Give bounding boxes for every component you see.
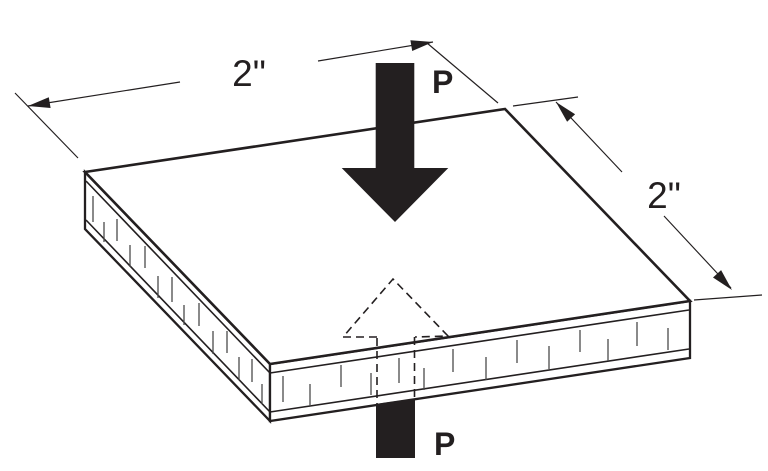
sandwich-plate: [82, 107, 693, 424]
bottom-load-arrow: P: [341, 277, 455, 462]
top-load-label: P: [432, 64, 453, 100]
dim-right-arrowhead-north: [556, 102, 576, 122]
core-ticks-front: [282, 322, 669, 406]
front-face-top-skin-line: [269, 309, 690, 374]
dim-right-arrowhead-east: [713, 270, 732, 290]
dim-left-extension-line-west: [14, 92, 79, 159]
bottom-shaft: [376, 398, 415, 458]
left-face-top-skin-line: [85, 180, 271, 374]
hidden-up-arrowhead-icon: [341, 277, 450, 338]
dim-left-arrowhead-north: [410, 40, 433, 51]
dim-left-arrowhead-west: [28, 97, 51, 108]
dimension-left: 2": [14, 40, 499, 159]
dim-right-extension-line-east: [693, 294, 763, 301]
core-ticks-left: [92, 196, 263, 404]
dim-left-extension-line-north: [426, 42, 499, 104]
dim-right-extension-line-north: [512, 96, 579, 107]
dim-right-label: 2": [647, 175, 681, 216]
dimension-right: 2": [512, 96, 763, 301]
plate-top-face: [82, 107, 693, 366]
down-arrow-icon: [341, 63, 449, 222]
front-face-bottom-skin-line: [269, 348, 690, 413]
bottom-load-label: P: [434, 426, 455, 462]
dim-left-line-segment-1: [27, 81, 181, 107]
top-load-arrow: P: [341, 63, 453, 222]
dim-left-label: 2": [232, 53, 266, 94]
